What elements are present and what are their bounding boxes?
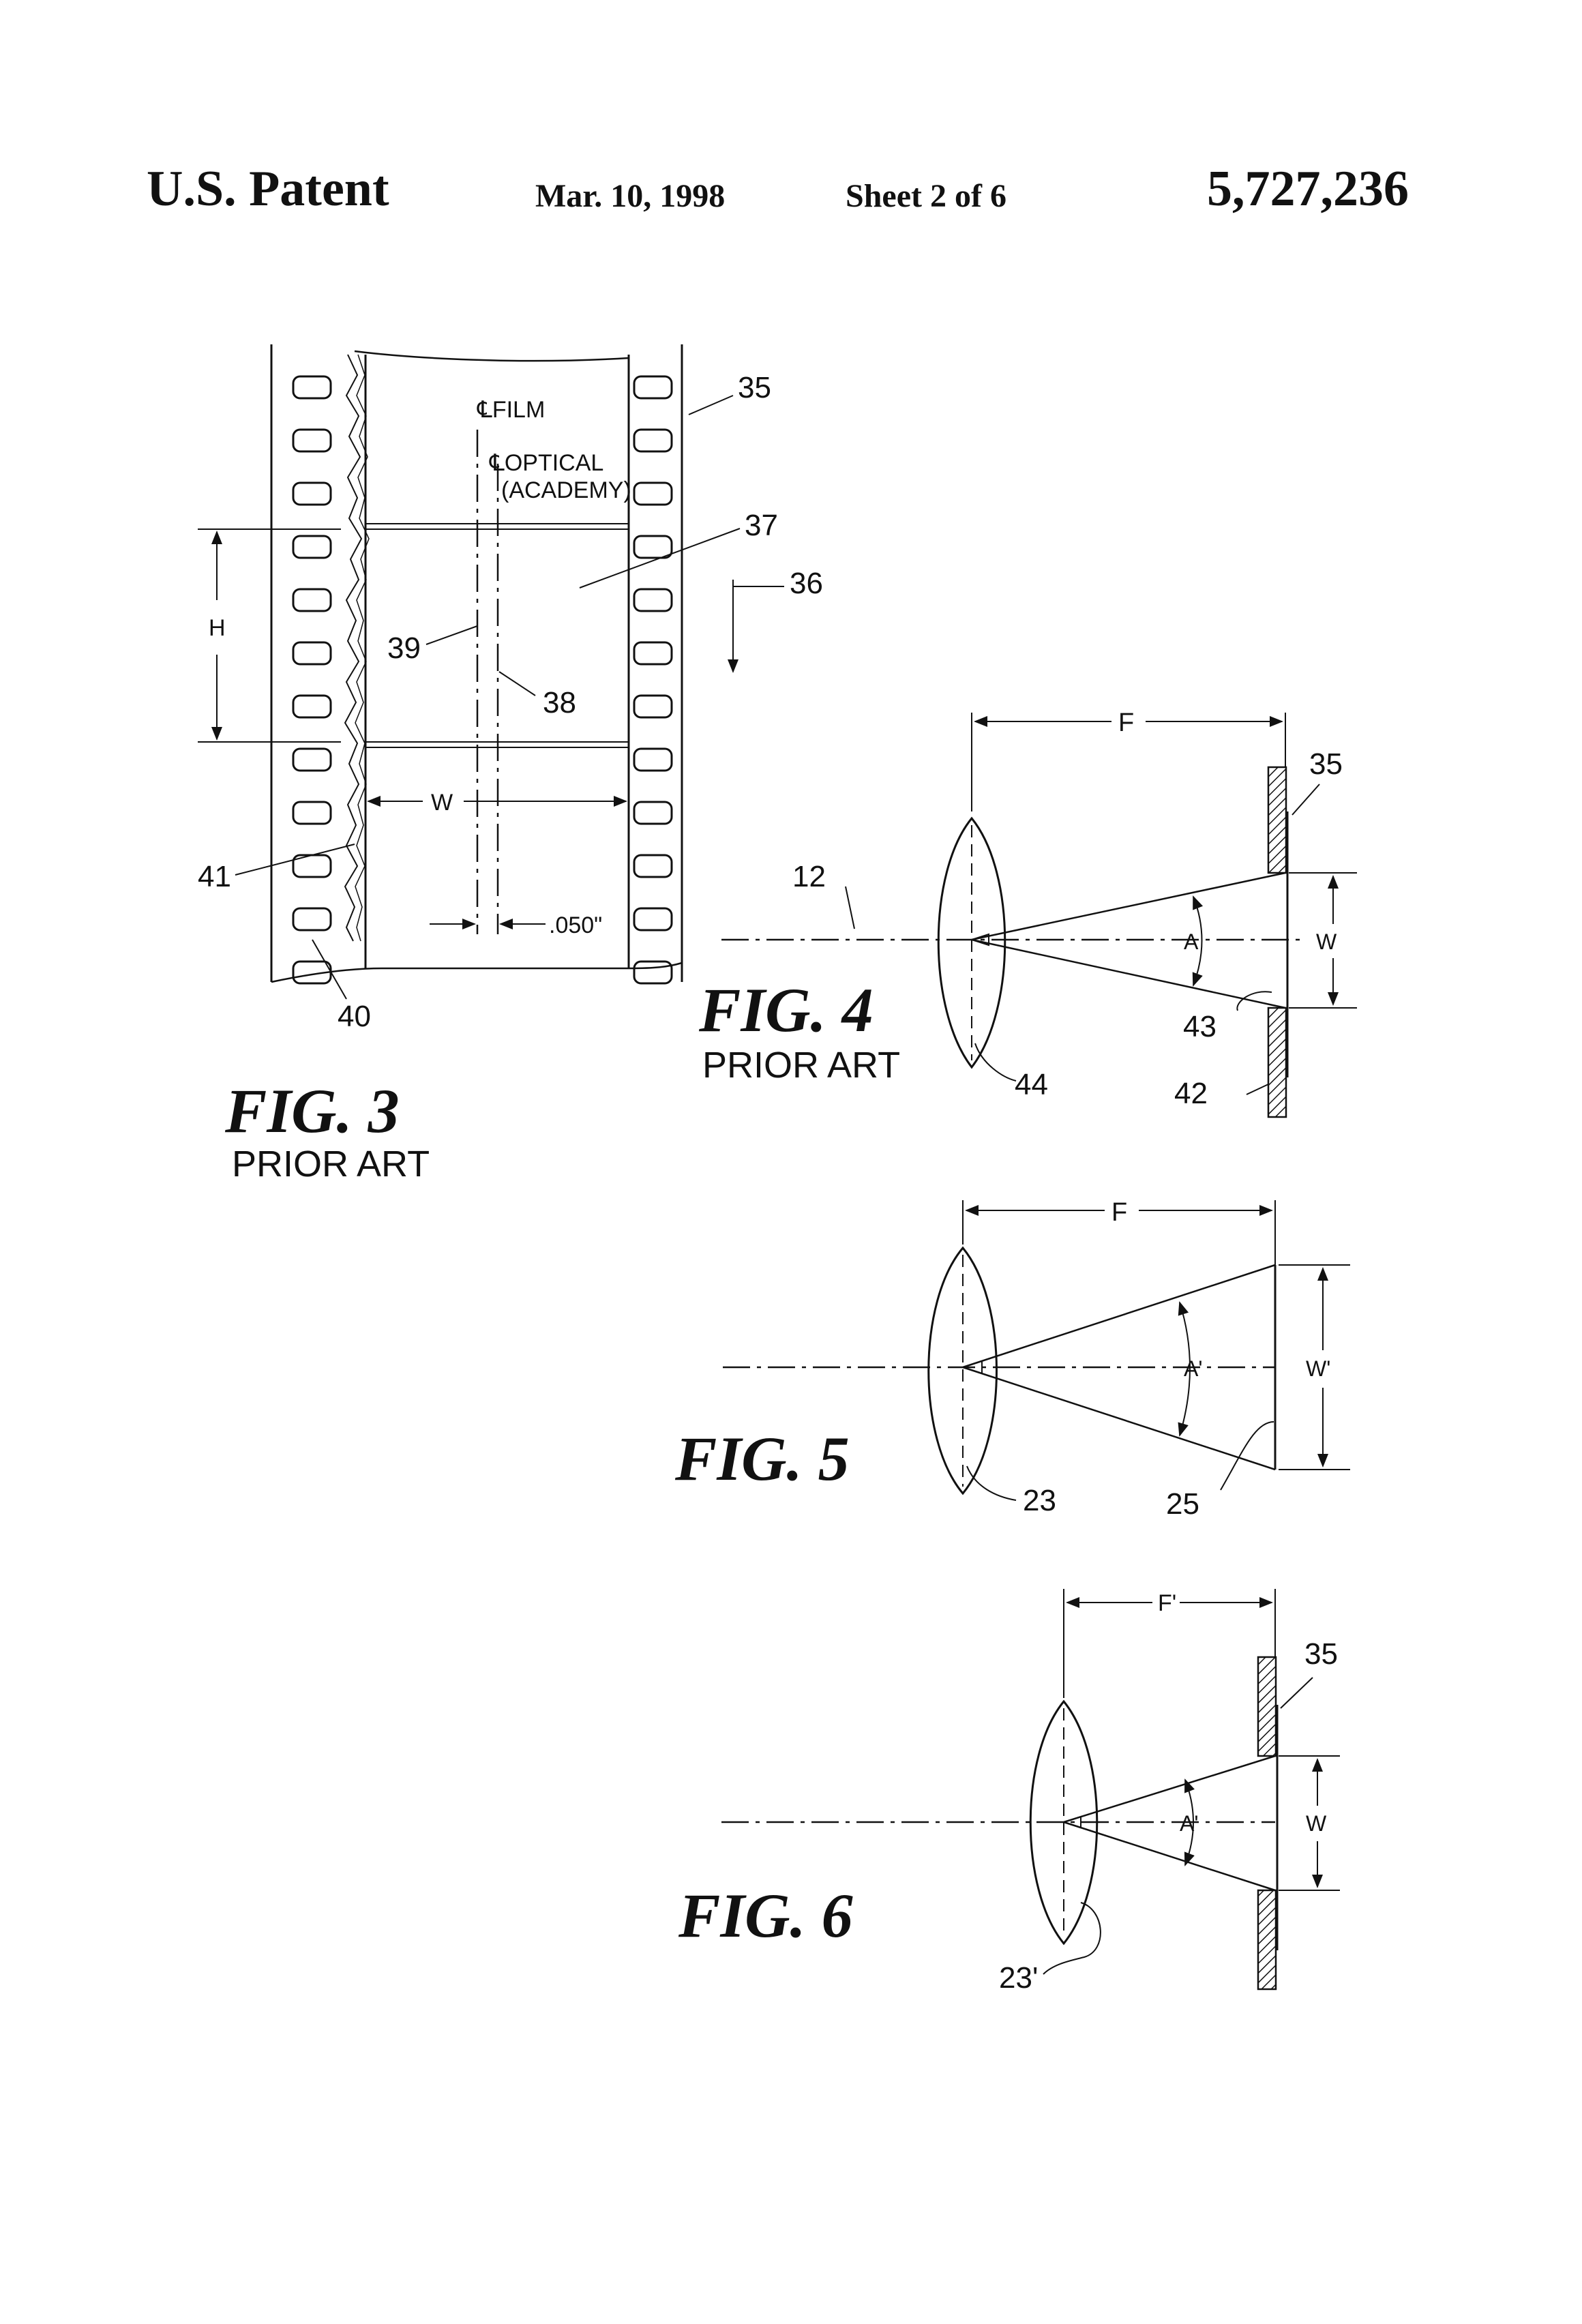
fig4-a-label: A: [1184, 929, 1199, 954]
fig3-ref-36: 36: [790, 567, 823, 600]
fig5-labels: F A' W' 23 25 FIG. 5: [674, 1198, 1330, 1521]
fig3-labels: ℄FILM ℄OPTICAL (ACADEMY) H W .050" 35 36…: [198, 371, 823, 1185]
sprocket-hole: [633, 428, 673, 453]
fig3-dim-050: .050": [549, 912, 602, 938]
fig3-ref-38: 38: [543, 686, 576, 719]
fig3-ref-40: 40: [338, 1000, 371, 1033]
fig5-ref-23: 23: [1023, 1484, 1056, 1517]
fig6-w-label: W: [1306, 1811, 1327, 1836]
fig6-ref-23: 23': [999, 1961, 1038, 1995]
sprocket-hole: [292, 375, 332, 400]
fig5-ref-25: 25: [1166, 1487, 1199, 1521]
fig5-caption: FIG. 5: [674, 1424, 850, 1493]
sprocket-hole: [633, 588, 673, 612]
sprocket-hole: [633, 641, 673, 666]
fig6-ref-35: 35: [1304, 1637, 1338, 1671]
header-patent-number: 5,727,236: [1207, 161, 1409, 217]
fig3-prior-art: PRIOR ART: [232, 1144, 430, 1185]
sprocket-hole: [633, 907, 673, 932]
sprocket-hole: [633, 694, 673, 719]
sprocket-hole: [292, 535, 332, 559]
fig4-optics: [721, 713, 1357, 1118]
fig3-ref-37: 37: [745, 509, 778, 542]
header-date: Mar. 10, 1998: [535, 178, 726, 214]
fig3-h-label: H: [209, 615, 226, 641]
fig5-f-label: F: [1111, 1198, 1127, 1227]
fig3-caption: FIG. 3: [224, 1076, 400, 1146]
sprocket-hole: [633, 481, 673, 506]
fig4-prior-art: PRIOR ART: [702, 1045, 900, 1086]
sprocket-hole: [292, 747, 332, 772]
fig3-optical-centerline-label: ℄OPTICAL: [489, 450, 603, 476]
sprocket-hole: [292, 428, 332, 453]
fig3-academy-label: (ACADEMY): [501, 477, 631, 503]
fig6-labels: F' A' W 35 23' FIG. 6: [678, 1590, 1338, 1995]
fig5-optics: [723, 1200, 1350, 1501]
fig3-ref-39: 39: [387, 631, 421, 665]
fig6-optics: [721, 1589, 1340, 1991]
fig4-ref-35: 35: [1309, 747, 1343, 781]
fig5-w-label: W': [1306, 1356, 1330, 1381]
fig4-ref-12: 12: [792, 860, 826, 893]
sprocket-hole: [292, 481, 332, 506]
fig5-a-label: A': [1184, 1356, 1202, 1381]
fig3-film-strip: [198, 344, 784, 1000]
fig3-w-label: W: [431, 790, 453, 816]
fig3-film-centerline-label: ℄FILM: [477, 397, 545, 423]
fig4-ref-43: 43: [1183, 1010, 1217, 1043]
fig4-labels: F A W 12 35 42 43 44 FIG. 4 PRIOR ART: [698, 709, 1343, 1110]
fig4-ref-42: 42: [1174, 1077, 1208, 1110]
sprocket-hole: [633, 747, 673, 772]
fig6-a-label: A': [1180, 1811, 1198, 1836]
sprocket-hole: [633, 535, 673, 559]
fig6-caption: FIG. 6: [678, 1881, 853, 1950]
sprocket-hole: [292, 694, 332, 719]
sprocket-hole: [292, 907, 332, 932]
header-title: U.S. Patent: [147, 161, 389, 217]
header-sheet: Sheet 2 of 6: [846, 178, 1006, 214]
fig3-ref-35: 35: [738, 371, 771, 404]
sprocket-hole: [633, 960, 673, 985]
fig6-f-label: F': [1158, 1590, 1176, 1616]
fig4-caption: FIG. 4: [698, 975, 874, 1045]
sprocket-hole: [292, 801, 332, 825]
fig3-ref-41: 41: [198, 860, 231, 893]
sprocket-hole: [292, 588, 332, 612]
sprocket-hole: [633, 375, 673, 400]
fig4-f-label: F: [1118, 709, 1134, 737]
fig4-w-label: W: [1316, 929, 1337, 954]
sprocket-hole: [633, 854, 673, 878]
sprocket-hole: [633, 801, 673, 825]
fig4-ref-44: 44: [1015, 1068, 1048, 1101]
sprocket-hole: [292, 641, 332, 666]
